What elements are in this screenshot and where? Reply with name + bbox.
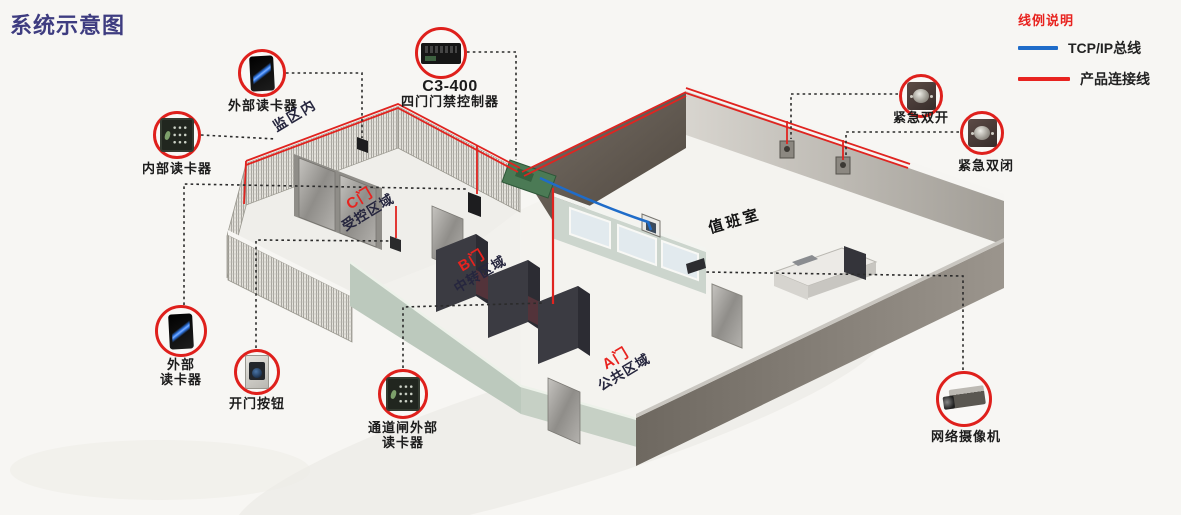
glass-wall xyxy=(350,262,521,414)
device-exit-button xyxy=(234,349,280,395)
a-door xyxy=(547,377,581,445)
card-reader-glyph xyxy=(168,312,194,350)
corridor-walls xyxy=(349,260,638,447)
callout-lines xyxy=(183,51,964,370)
card-reader-glyph xyxy=(249,54,275,92)
interior-camera xyxy=(686,258,706,274)
exit-button-icon xyxy=(234,349,280,395)
door-reader-device xyxy=(468,192,481,217)
device-reader-ext-bottom xyxy=(155,305,207,357)
reader-ext-bottom-label: 外部 读卡器 xyxy=(159,357,202,387)
device-reader-int xyxy=(153,111,201,159)
fence-wall xyxy=(227,234,353,343)
main-floor xyxy=(520,134,1004,418)
card-reader-icon xyxy=(155,305,207,357)
controller-glyph xyxy=(421,42,461,64)
legend-row-tcpip: TCP/IP总线 xyxy=(1018,38,1168,58)
controller-label: C3-400 四门门禁控制器 xyxy=(370,78,530,110)
reader-ext-top-label: 外部读卡器 xyxy=(227,98,298,113)
emergency-close-label: 紧急双闭 xyxy=(957,158,1014,173)
keypad-reader-icon xyxy=(378,369,428,419)
exit-button-glyph xyxy=(245,355,269,389)
controller-icon xyxy=(415,27,467,79)
device-c3-controller xyxy=(415,27,467,79)
emergency-open-label: 紧急双开 xyxy=(892,110,949,125)
keypad-reader-glyph xyxy=(160,118,194,152)
page-title: 系统示意图 xyxy=(10,13,126,38)
wall-emergency-buttons xyxy=(779,140,851,175)
legend-product-label: 产品连接线 xyxy=(1080,71,1150,87)
emergency-open-glyph xyxy=(906,82,936,110)
legend-row-product: 产品连接线 xyxy=(1018,69,1168,89)
reader-int-label: 内部读卡器 xyxy=(141,161,212,176)
desk-monitor xyxy=(844,246,866,280)
device-network-camera xyxy=(936,371,992,427)
card-reader-icon xyxy=(238,49,286,97)
door-lock-device xyxy=(390,236,401,252)
duty-room-window xyxy=(569,206,611,250)
device-emergency-open xyxy=(899,74,943,118)
c-door-panel xyxy=(298,157,336,232)
device-turnstile-reader xyxy=(378,369,428,419)
emergency-open-icon xyxy=(899,74,943,118)
front-wall-top xyxy=(636,238,1004,418)
duty-room-window xyxy=(617,223,657,267)
turnstile-reader-label: 通道闸外部 读卡器 xyxy=(367,420,438,450)
tcpip-line xyxy=(539,176,653,231)
exit-button-label: 开门按钮 xyxy=(228,396,285,411)
turnstiles xyxy=(436,234,590,364)
line-legend: 线例说明 TCP/IP总线 产品连接线 xyxy=(1018,10,1168,100)
turnstile-cabinet xyxy=(538,286,590,364)
back-left-wall xyxy=(522,92,686,226)
emergency-close-icon xyxy=(960,111,1004,155)
camera-glyph xyxy=(941,383,986,415)
fence-reader-device xyxy=(357,137,368,153)
emergency-close-glyph xyxy=(967,119,997,147)
turnstile-cabinet xyxy=(436,234,488,312)
controller-model: C3-400 xyxy=(422,78,478,95)
keypad-reader-glyph xyxy=(386,377,420,411)
duty-room-door xyxy=(711,283,743,349)
legend-tcpip-label: TCP/IP总线 xyxy=(1068,40,1142,56)
device-reader-ext-top xyxy=(238,49,286,97)
front-wall xyxy=(636,242,1004,466)
network-camera-label: 网络摄像机 xyxy=(930,429,1001,444)
controller-name: 四门门禁控制器 xyxy=(400,94,499,109)
duty-room xyxy=(552,192,878,349)
c-door-panel xyxy=(339,174,377,248)
keypad-reader-icon xyxy=(153,111,201,159)
device-emergency-close xyxy=(960,111,1004,155)
legend-title: 线例说明 xyxy=(1018,13,1075,28)
camera-icon xyxy=(936,371,992,427)
product-connection-lines xyxy=(243,87,911,304)
product-line-swatch xyxy=(1018,77,1070,81)
tcpip-line-swatch xyxy=(1018,46,1058,50)
